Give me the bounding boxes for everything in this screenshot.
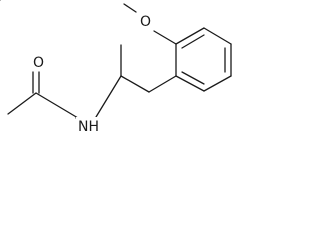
chemical-structure-diagram: O O NH bbox=[0, 0, 232, 135]
bond-ch-to-nitrogen bbox=[95, 75, 122, 118]
bond-carbonyl-carbon-to-nitrogen bbox=[35, 92, 79, 119]
amide-nitrogen-label: NH bbox=[76, 117, 102, 135]
carbonyl-oxygen-label: O bbox=[31, 53, 46, 71]
carbonyl-oxygen-symbol: O bbox=[33, 55, 44, 71]
amide-nitrogen-symbol: NH bbox=[78, 119, 99, 135]
methoxy-oxygen-symbol: O bbox=[140, 14, 151, 30]
ring-bond-c1-c2 bbox=[175, 27, 205, 45]
bond-methyl-to-methoxy-oxygen bbox=[123, 3, 137, 13]
bond-methoxy-oxygen-to-ring bbox=[153, 30, 177, 45]
bond-ring-to-ch2 bbox=[148, 75, 177, 93]
ring-bond-c2-c3 bbox=[203, 27, 232, 45]
ring-double-bond-c1-c2 bbox=[181, 34, 205, 49]
bond-methyl-to-carbonyl-carbon bbox=[7, 92, 37, 115]
benzene-ring bbox=[175, 27, 232, 92]
bond-ch2-to-ch bbox=[120, 75, 150, 93]
ring-bond-c4-c5 bbox=[203, 75, 232, 92]
methoxy-oxygen-label: O bbox=[138, 12, 153, 30]
ring-double-bond-c5-c6 bbox=[181, 71, 205, 85]
ring-bond-c5-c6 bbox=[175, 75, 205, 92]
